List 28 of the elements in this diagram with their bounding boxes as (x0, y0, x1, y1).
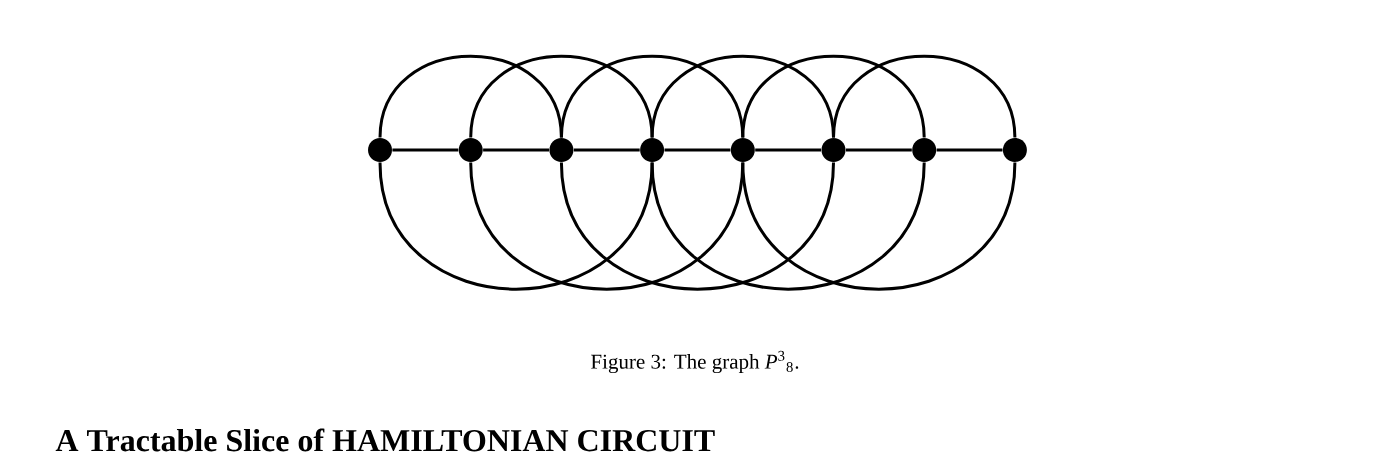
figure-caption: Figure 3: The graph P$^{3}$$_{8}$. (591, 350, 799, 374)
graph-edge (483, 148, 549, 152)
vertex-dot (640, 138, 665, 162)
graph-edge (469, 162, 745, 291)
graph-edge (650, 162, 926, 291)
graph-edge (936, 148, 1003, 152)
graph-edge (378, 54, 563, 138)
graph-edge (664, 148, 731, 152)
graph-edge (469, 54, 654, 138)
graph-edge (573, 148, 640, 152)
graph-edge (755, 148, 822, 152)
vertex-dot (1002, 138, 1027, 162)
graph-edge (650, 54, 835, 138)
vertex-dot (549, 138, 574, 162)
graph-edge (845, 148, 912, 152)
graph-edge (741, 54, 926, 138)
graph-edge (559, 162, 835, 291)
vertex-dot (730, 138, 755, 162)
graph-edge (741, 162, 1017, 291)
graph-edge (378, 162, 654, 291)
vertex-dot (912, 138, 937, 162)
vertex-dot (821, 138, 846, 162)
section-heading: A Tractable Slice of HAMILTONIAN CIRCUIT (55, 428, 715, 452)
vertex-dot (368, 138, 392, 162)
vertex-dot (458, 138, 483, 162)
graph-edge (559, 54, 745, 138)
graph-edge (832, 54, 1017, 138)
graph-edge (392, 148, 459, 152)
